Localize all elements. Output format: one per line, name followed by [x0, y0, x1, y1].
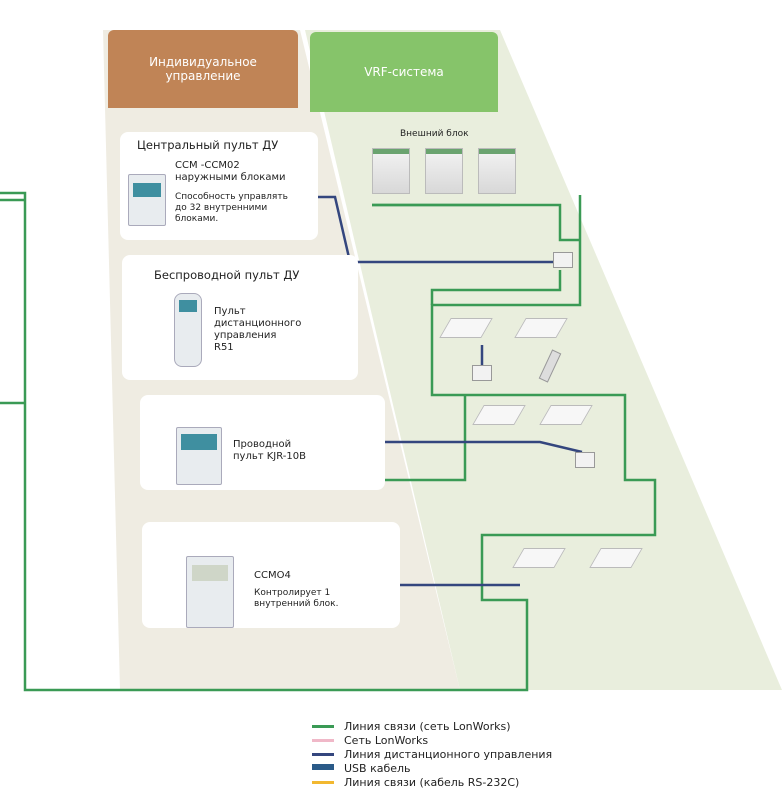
ccm02-device-icon [128, 174, 166, 226]
legend-item: Линия связи (сеть LonWorks) [312, 720, 511, 733]
individual-control-header: Индивидуальное управление [108, 30, 298, 108]
card-desc: Пульт дистанционного управления R51 [214, 306, 302, 353]
legend-label: USB кабель [344, 762, 411, 775]
legend-label: Линия связи (кабель RS-232C) [344, 776, 520, 789]
outdoor-unit [372, 148, 410, 194]
legend-item: Линия связи (кабель RS-232C) [312, 776, 519, 789]
card-title: Беспроводной пульт ДУ [154, 268, 300, 282]
legend-swatch [312, 739, 334, 742]
card-note: Способность управлять до 32 внутренними … [175, 192, 288, 224]
legend-label: Линия связи (сеть LonWorks) [344, 720, 511, 733]
model-name: CCM -CCM02 [175, 160, 240, 171]
r51-remote-icon [174, 293, 202, 367]
wireless-remote-card: Беспроводной пульт ДУ Пульт дистанционно… [122, 255, 358, 380]
vrf-system-header: VRF-система [310, 32, 498, 112]
legend-swatch [312, 753, 334, 756]
header-label: VRF-система [364, 65, 444, 79]
connection-lines [0, 191, 657, 692]
kjr10b-device-icon [176, 427, 222, 485]
card-desc: Проводной пульт KJR-10B [233, 439, 306, 462]
legend-swatch [312, 725, 334, 728]
legend-item: Линия дистанционного управления [312, 748, 552, 761]
lonworks-line [0, 191, 657, 692]
remote-line-2 [365, 440, 583, 454]
card-note: Контролирует 1 внутренний блок. [254, 588, 339, 609]
controller-box [575, 452, 595, 468]
card-title: Центральный пульт ДУ [137, 138, 279, 152]
model-name: CCMO4 [254, 570, 291, 581]
model-desc: наружными блоками [175, 172, 286, 183]
header-label: Индивидуальное управление [149, 55, 257, 83]
remote-line-1 [305, 195, 560, 264]
legend-label: Линия дистанционного управления [344, 748, 553, 761]
wired-remote-card: Проводной пульт KJR-10B [140, 395, 385, 490]
ccmo4-card: CCMO4 Контролирует 1 внутренний блок. [142, 522, 400, 628]
outdoor-unit-label: Внешний блок [400, 129, 469, 139]
controller-box [553, 252, 573, 268]
legend-item: Сеть LonWorks [312, 734, 428, 747]
legend-label: Сеть LonWorks [344, 734, 429, 747]
controller-box [472, 365, 492, 381]
ccmo4-device-icon [186, 556, 234, 628]
outdoor-unit [478, 148, 516, 194]
vrf-panel [305, 30, 782, 690]
outdoor-unit [425, 148, 463, 194]
legend-item: USB кабель [312, 762, 411, 775]
legend-swatch [312, 767, 334, 770]
legend-swatch [312, 781, 334, 784]
